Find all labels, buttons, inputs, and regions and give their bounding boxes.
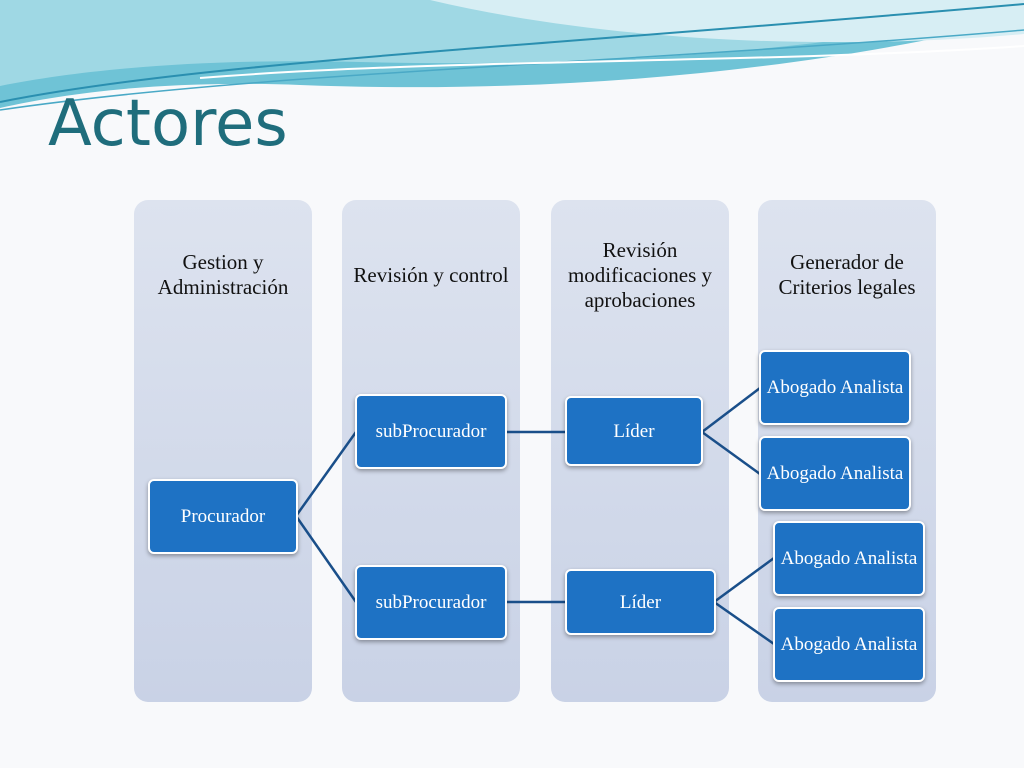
header-wave-decoration (0, 0, 1024, 111)
column-header-revision-aprobaciones: Revisión modificaciones y aprobaciones (567, 237, 713, 312)
node-abogado-analista-1: Abogado Analista (759, 350, 911, 425)
node-procurador: Procurador (148, 479, 298, 554)
node-abogado-analista-2: Abogado Analista (759, 436, 911, 511)
node-subprocurador-2: subProcurador (355, 565, 507, 640)
column-header-revision-control: Revisión y control (353, 262, 509, 287)
column-gestion: Gestion y Administración (134, 200, 312, 702)
node-subprocurador-1: subProcurador (355, 394, 507, 469)
column-header-generador-criterios: Generador de Criterios legales (778, 250, 916, 299)
column-header-gestion: Gestion y Administración (157, 250, 289, 299)
node-abogado-analista-3: Abogado Analista (773, 521, 925, 596)
slide-title: Actores (48, 87, 288, 161)
node-abogado-analista-4: Abogado Analista (773, 607, 925, 682)
node-lider-1: Líder (565, 396, 703, 466)
node-lider-2: Líder (565, 569, 716, 635)
